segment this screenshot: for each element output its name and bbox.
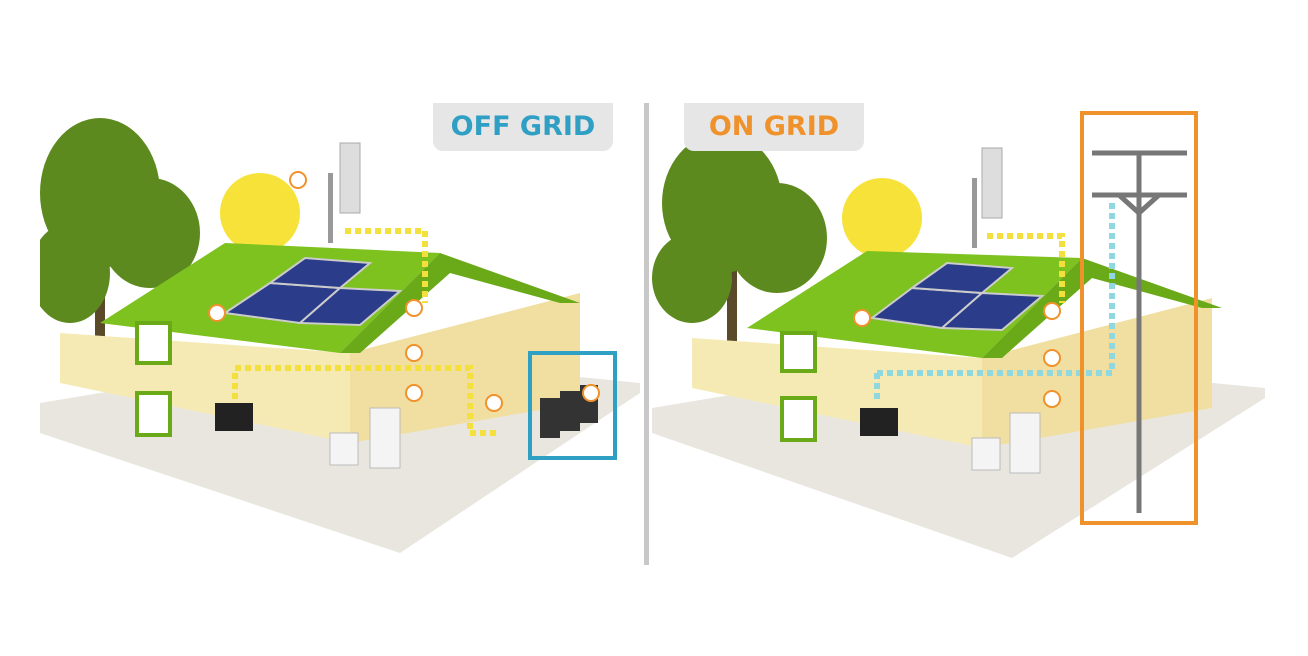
wind-turbine-icon xyxy=(328,142,361,243)
grid-flow-lines xyxy=(874,203,1115,403)
panel-divider xyxy=(644,103,649,565)
windows xyxy=(780,331,817,442)
tree xyxy=(40,118,200,373)
off-grid-label: OFF GRID xyxy=(433,103,613,151)
on-grid-panel: ON GRID xyxy=(652,103,1265,565)
power-flow-lines xyxy=(987,233,1065,303)
battery-box xyxy=(528,351,617,460)
off-grid-panel: OFF GRID xyxy=(40,103,640,565)
off-grid-illustration xyxy=(40,118,640,553)
sun-icon xyxy=(842,178,922,258)
windows xyxy=(135,321,172,437)
fridge xyxy=(369,407,401,469)
plus-markers xyxy=(208,171,600,412)
power-flow-lines xyxy=(232,228,500,436)
washing-machine xyxy=(971,437,1001,471)
plus-markers xyxy=(853,302,1061,408)
tv xyxy=(215,403,253,431)
tree xyxy=(652,133,827,373)
fridge xyxy=(1009,412,1041,474)
on-grid-label: ON GRID xyxy=(684,103,864,151)
utility-pole-icon xyxy=(1092,150,1187,513)
solar-panels xyxy=(222,256,403,327)
sun-icon xyxy=(220,173,300,253)
wind-turbine-icon xyxy=(972,147,1003,248)
grid-box xyxy=(1080,111,1198,525)
solar-panels xyxy=(869,261,1045,332)
tv xyxy=(860,408,898,436)
washing-machine xyxy=(329,432,359,466)
on-grid-illustration xyxy=(652,111,1265,558)
